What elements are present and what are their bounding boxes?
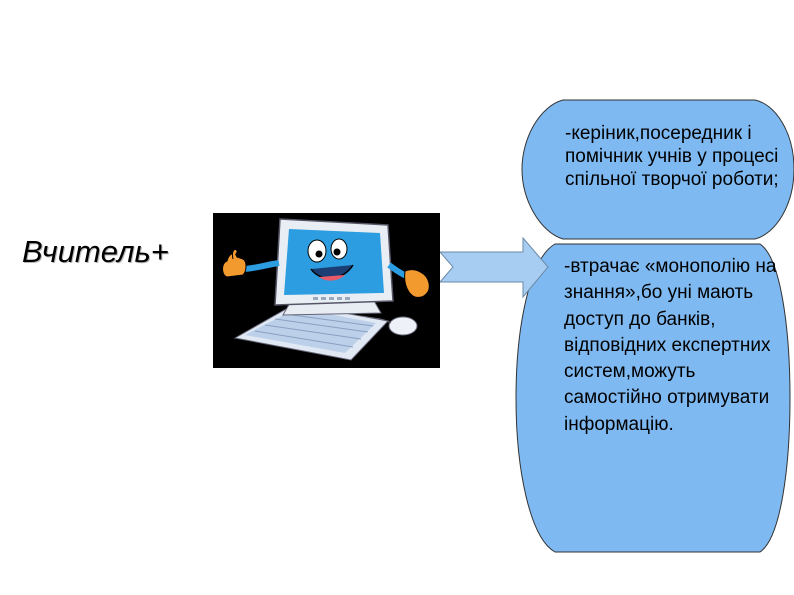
role-text-guide: -керіник,посередник і помічник учнів у п… [565, 123, 779, 190]
role-bubble-bottom [515, 243, 791, 553]
arrow-right-icon [438, 236, 549, 299]
computer-mascot-picture [213, 213, 440, 368]
computer-mascot-icon [222, 218, 430, 361]
role-text-monopoly: -втрачає «монополію на знання»,бо уні ма… [564, 256, 777, 435]
heading-teacher: Вчитель+ [22, 234, 169, 269]
role-bubble-top [521, 99, 794, 240]
